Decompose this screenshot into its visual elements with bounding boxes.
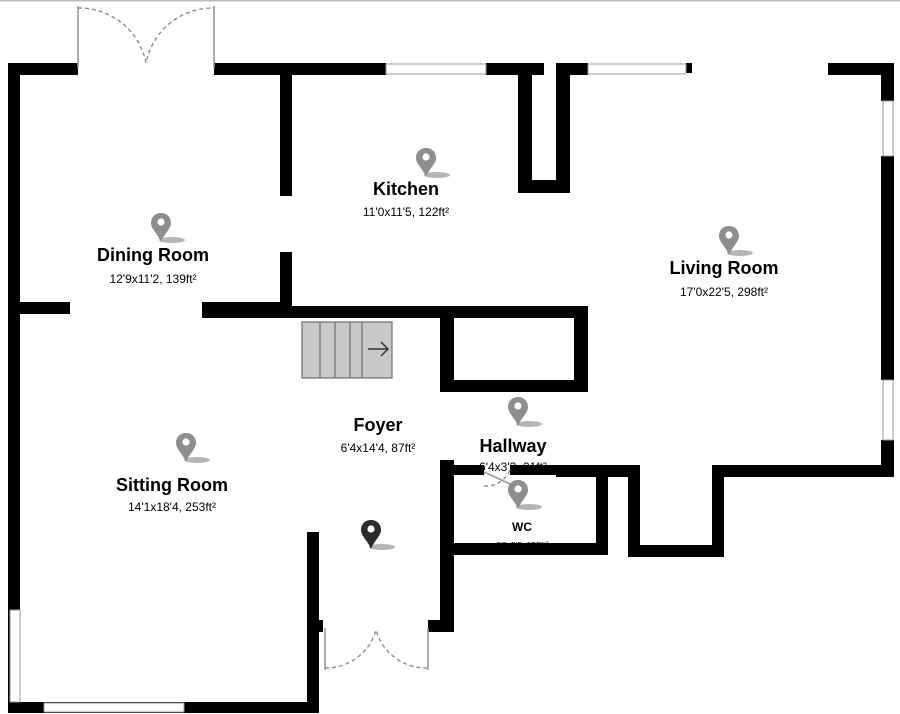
window-sitting-west: [9, 609, 21, 703]
walls: [8, 63, 894, 713]
stairs: [301, 321, 393, 379]
room-dims-kitchen: 11'0x11'5, 122ft²: [363, 205, 449, 219]
current-location-pin-icon[interactable]: [361, 520, 395, 550]
room-dims-sitting: 14'1x18'4, 253ft²: [128, 500, 216, 514]
location-pin-icon[interactable]: [508, 397, 542, 427]
room-dims-foyer: 6'4x14'4, 87ft²: [341, 441, 416, 455]
door-wc: [483, 469, 511, 487]
window-living-east-lower: [882, 379, 894, 441]
room-dims-living: 17'0x22'5, 298ft²: [680, 285, 768, 299]
stairs-block: [301, 321, 393, 379]
door-front-double: [324, 627, 429, 670]
window-kitchen: [385, 63, 487, 75]
arrow-right-icon: [368, 341, 389, 357]
wall-foyer-door-left: [307, 620, 323, 632]
room-dims-dining: 12'9x11'2, 139ft²: [109, 272, 196, 286]
room-name-living: Living Room: [670, 258, 779, 278]
wall-foyer-door-right: [428, 620, 454, 632]
wall-north-dining-left: [8, 63, 78, 75]
wall-east-top: [881, 63, 894, 101]
room-name-foyer: Foyer: [353, 415, 402, 435]
wall-column-right: [556, 63, 570, 193]
room-name-sitting: Sitting Room: [116, 475, 228, 495]
wall-living-wc-side: [628, 465, 640, 557]
wall-south-living-low: [628, 545, 724, 557]
room-name-dining: Dining Room: [97, 245, 209, 265]
window-living-east-upper: [882, 100, 894, 157]
room-name-wc: WC: [512, 520, 532, 534]
wall-wc-north-left: [454, 465, 484, 475]
wall-wc-east: [596, 465, 608, 555]
wall-dining-sitting-left: [8, 302, 70, 314]
location-pin-icon[interactable]: [176, 433, 210, 463]
wall-north-kitchen-left: [214, 63, 386, 75]
top-border: [0, 0, 900, 2]
wall-west: [8, 63, 20, 713]
wall-east-mid: [881, 156, 894, 380]
wall-kitchen-south: [202, 306, 586, 318]
wall-foyer-east: [440, 460, 454, 620]
wall-closet-bottom: [440, 380, 588, 392]
room-name-kitchen: Kitchen: [373, 179, 439, 199]
location-pin-icon[interactable]: [151, 213, 185, 243]
wall-dining-kitchen-upper: [280, 63, 292, 196]
wall-closet-left: [440, 306, 454, 390]
wall-north-living-right: [828, 63, 894, 75]
wall-wc-south: [440, 543, 608, 555]
windows: [9, 63, 894, 713]
doors: [77, 6, 511, 670]
wall-dining-kitchen-lower: [280, 252, 292, 314]
wall-column-left: [518, 63, 532, 191]
door-dining-french: [77, 6, 215, 68]
wall-closet-right: [574, 306, 588, 392]
room-name-hallway: Hallway: [479, 436, 546, 456]
wall-north-kitchen-right: [486, 63, 544, 75]
location-pin-icon[interactable]: [508, 480, 542, 510]
wall-south-living: [712, 465, 894, 477]
wall-wc-north-right: [510, 465, 608, 475]
room-dims-hallway: 6'4x3'3, 21ft²: [479, 460, 547, 474]
window-sitting-south: [43, 702, 185, 713]
location-pin-icon[interactable]: [416, 148, 450, 178]
wall-north-living-left: [556, 63, 588, 75]
room-dims-wc: 6'8x3'2, 237ft²: [496, 540, 549, 550]
location-pin-icon[interactable]: [719, 226, 753, 256]
wall-north-living-stub: [686, 63, 692, 73]
wall-living-step: [712, 465, 724, 557]
window-living-north: [587, 63, 687, 75]
room-labels: Kitchen 11'0x11'5, 122ft² Dining Room 12…: [97, 179, 778, 550]
